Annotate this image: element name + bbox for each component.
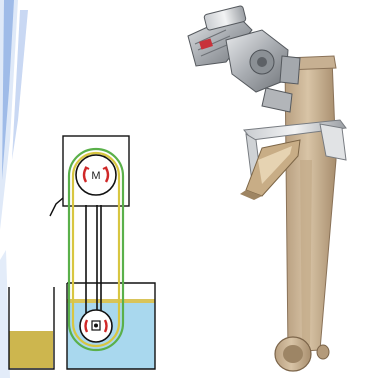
bottom-drum-cap (317, 345, 329, 359)
motor-coupling (280, 56, 300, 84)
skimmer-column (285, 56, 336, 352)
gearbox-shaft (257, 57, 267, 67)
bottom-drum-inner (283, 345, 303, 363)
gear-motor (188, 5, 300, 112)
column-highlight (300, 160, 312, 345)
